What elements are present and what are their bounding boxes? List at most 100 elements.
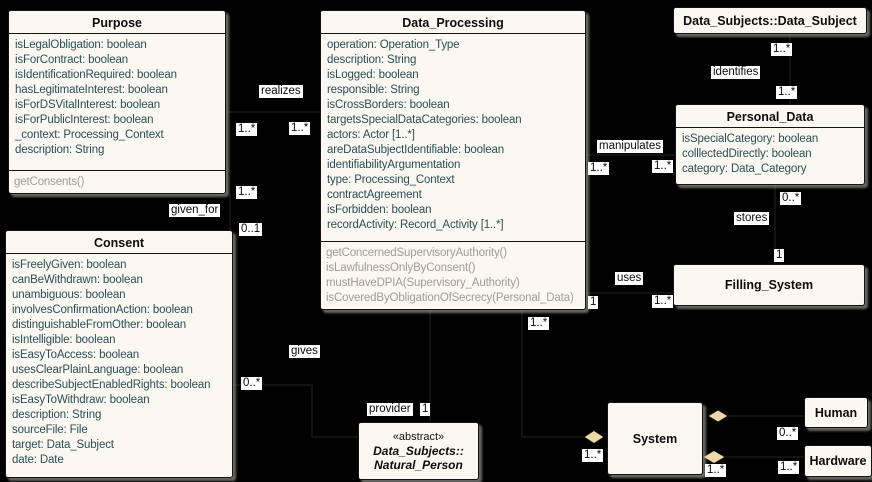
member-line: isForContract: boolean: [15, 54, 129, 66]
multiplicity-uses-processing: 1: [588, 296, 599, 309]
member-line: distinguishableFromOther: boolean: [12, 319, 187, 331]
member-line: date: Date: [12, 454, 64, 466]
multiplicity-system-human: 0..*: [777, 427, 799, 440]
class-title: Data_Subjects::Data_Subject: [683, 13, 857, 28]
class-namespace: Data_Subjects::: [373, 444, 464, 458]
edge-processing-system: [521, 309, 586, 438]
class-title-block: «abstract» Data_Subjects:: Natural_Perso…: [359, 423, 478, 479]
class-human[interactable]: Human: [804, 397, 868, 428]
member-line: mustHaveDPIA(Supervisory_Authority): [326, 277, 520, 289]
member-line: isLogged: boolean: [327, 69, 419, 81]
multiplicity-realizes-purpose: 1..*: [236, 123, 258, 136]
class-title: Consent: [6, 231, 232, 254]
attributes-compartment: operation: Operation_Type description: St…: [321, 34, 585, 241]
member-line: type: Processing_Context: [327, 174, 455, 186]
member-line: description: String: [327, 54, 417, 66]
member-line: _context: Processing_Context: [15, 129, 164, 141]
member-line: isForPublicInterest: boolean: [15, 114, 154, 126]
multiplicity-givenfor-consent: 0..1: [239, 223, 263, 236]
multiplicity-givenfor-purpose: 1..*: [236, 186, 258, 199]
aggregation-diamond: [707, 409, 729, 423]
member-line: isIdentificationRequired: boolean: [15, 69, 177, 81]
multiplicity-processing-system-processing: 1..*: [528, 317, 550, 330]
operations-compartment: getConcernedSupervisoryAuthority() isLawf…: [321, 241, 585, 309]
class-data-subject[interactable]: Data_Subjects::Data_Subject: [673, 7, 867, 34]
edge-label-manipulates: manipulates: [597, 140, 664, 153]
edge-label-provider: provider: [367, 403, 413, 416]
multiplicity-realizes-processing: 1..*: [289, 122, 311, 135]
member-line: identifiabilityArgumentation: [327, 159, 461, 171]
multiplicity-provider: 1: [420, 403, 431, 416]
member-line: getConcernedSupervisoryAuthority(): [326, 247, 507, 259]
member-line: sourceFile: File: [12, 424, 88, 436]
class-system[interactable]: System: [607, 402, 703, 475]
member-line: isEasyToWithdraw: boolean: [12, 394, 150, 406]
multiplicity-manipulates-processing: 1..*: [588, 162, 610, 175]
member-line: canBeWithdrawn: boolean: [12, 274, 143, 286]
member-line: description: String: [15, 144, 105, 156]
stereotype-abstract: «abstract»: [392, 431, 445, 443]
class-title: System: [632, 431, 678, 446]
member-line: actors: Actor [1..*]: [327, 129, 415, 141]
class-title: Human: [814, 405, 858, 420]
multiplicity-identifies-data-subject: 1..*: [771, 43, 793, 56]
multiplicity-system-hardware-hardware: 1..*: [778, 461, 800, 474]
member-line: isForDSVitalInterest: boolean: [15, 99, 161, 111]
edge-label-uses: uses: [615, 272, 644, 285]
class-title: Purpose: [9, 11, 225, 34]
member-line: isIntelligible: boolean: [12, 334, 116, 346]
class-title: Personal_Data: [676, 105, 864, 128]
member-line: targetsSpecialDataCategories: boolean: [327, 114, 522, 126]
multiplicity-identifies-personal-data: 1..*: [776, 86, 798, 99]
aggregation-diamond: [583, 429, 605, 445]
aggregation-diamond: [702, 449, 726, 465]
edge-label-gives: gives: [289, 345, 320, 358]
class-title: Natural_Person: [374, 458, 463, 472]
member-line: contractAgreement: [327, 189, 422, 201]
multiplicity-gives-consent: 0..*: [241, 377, 263, 390]
class-title: Data_Processing: [321, 11, 585, 34]
member-line: involvesConfirmationAction: boolean: [12, 304, 193, 316]
member-line: areDataSubjectIdentifiable: boolean: [327, 144, 504, 156]
member-line: operation: Operation_Type: [327, 39, 460, 51]
member-line: colllectedDirectly: boolean: [682, 148, 812, 160]
multiplicity-manipulates-personal-data: 1..*: [652, 160, 674, 173]
member-line: usesClearPlainLanguage: boolean: [12, 364, 184, 376]
class-title: Filling_System: [724, 278, 814, 292]
class-hardware[interactable]: Hardware: [804, 445, 872, 477]
class-personal-data[interactable]: Personal_Data isSpecialCategory: boolean…: [675, 104, 865, 185]
member-line: target: Data_Subject: [12, 439, 114, 451]
attributes-compartment: isSpecialCategory: boolean colllectedDire…: [676, 128, 864, 184]
edge-label-stores: stores: [734, 212, 770, 225]
member-line: responsible: String: [327, 84, 420, 96]
member-line: isCoveredByObligationOfSecrecy(Personal_…: [326, 292, 574, 304]
member-line: category: Data_Category: [682, 163, 807, 175]
class-data-processing[interactable]: Data_Processing operation: Operation_Typ…: [320, 10, 586, 310]
edge-label-identifies: identifies: [711, 66, 761, 79]
member-line: recordActivity: Record_Activity [1..*]: [327, 219, 504, 231]
multiplicity-stores-personal-data: 0..*: [780, 192, 802, 205]
class-title: Hardware: [809, 454, 867, 468]
member-line: isCrossBorders: boolean: [327, 99, 450, 111]
class-natural-person[interactable]: «abstract» Data_Subjects:: Natural_Perso…: [358, 422, 479, 480]
operations-compartment: getConsents(): [9, 170, 225, 193]
member-line: isLawfulnessOnlyByConsent(): [326, 262, 476, 274]
multiplicity-processing-system-system: 1..*: [582, 449, 604, 462]
edge-label-realizes: realizes: [259, 85, 303, 98]
member-line: hasLegitimateInterest: boolean: [15, 84, 168, 96]
multiplicity-system-hardware-system: 1..*: [705, 464, 727, 477]
multiplicity-stores-filling-system: 1: [774, 249, 785, 262]
member-line: isSpecialCategory: boolean: [682, 133, 819, 145]
member-line: describeSubjectEnabledRights: boolean: [12, 379, 211, 391]
class-filling-system[interactable]: Filling_System: [673, 264, 865, 306]
member-line: isEasyToAccess: boolean: [12, 349, 139, 361]
multiplicity-uses-filling-system: 1..*: [652, 295, 674, 308]
member-line: isForbidden: boolean: [327, 204, 432, 216]
edge-gives: [233, 384, 358, 438]
edge-label-given-for: given_for: [169, 204, 221, 217]
